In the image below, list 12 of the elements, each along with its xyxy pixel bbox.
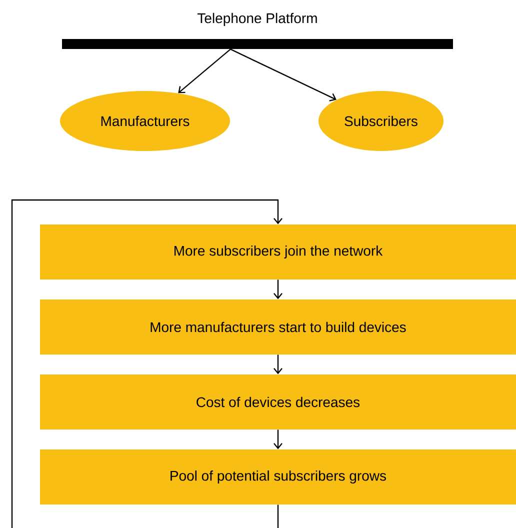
- arrow: [178, 48, 231, 94]
- process-box: More subscribers join the network: [40, 224, 516, 280]
- arrow: [274, 354, 282, 374]
- process-box: More manufacturers start to build devices: [40, 300, 516, 354]
- node-label: Telephone Platform: [197, 12, 317, 26]
- arrow: [274, 280, 282, 300]
- arrow: [274, 430, 282, 450]
- process-box: Cost of devices decreases: [40, 374, 516, 430]
- arrow: [230, 48, 336, 102]
- arrow: [11, 199, 282, 528]
- platform-bar: Telephone Platform: [62, 12, 453, 49]
- process-box: Pool of potential subscribers grows: [40, 450, 516, 504]
